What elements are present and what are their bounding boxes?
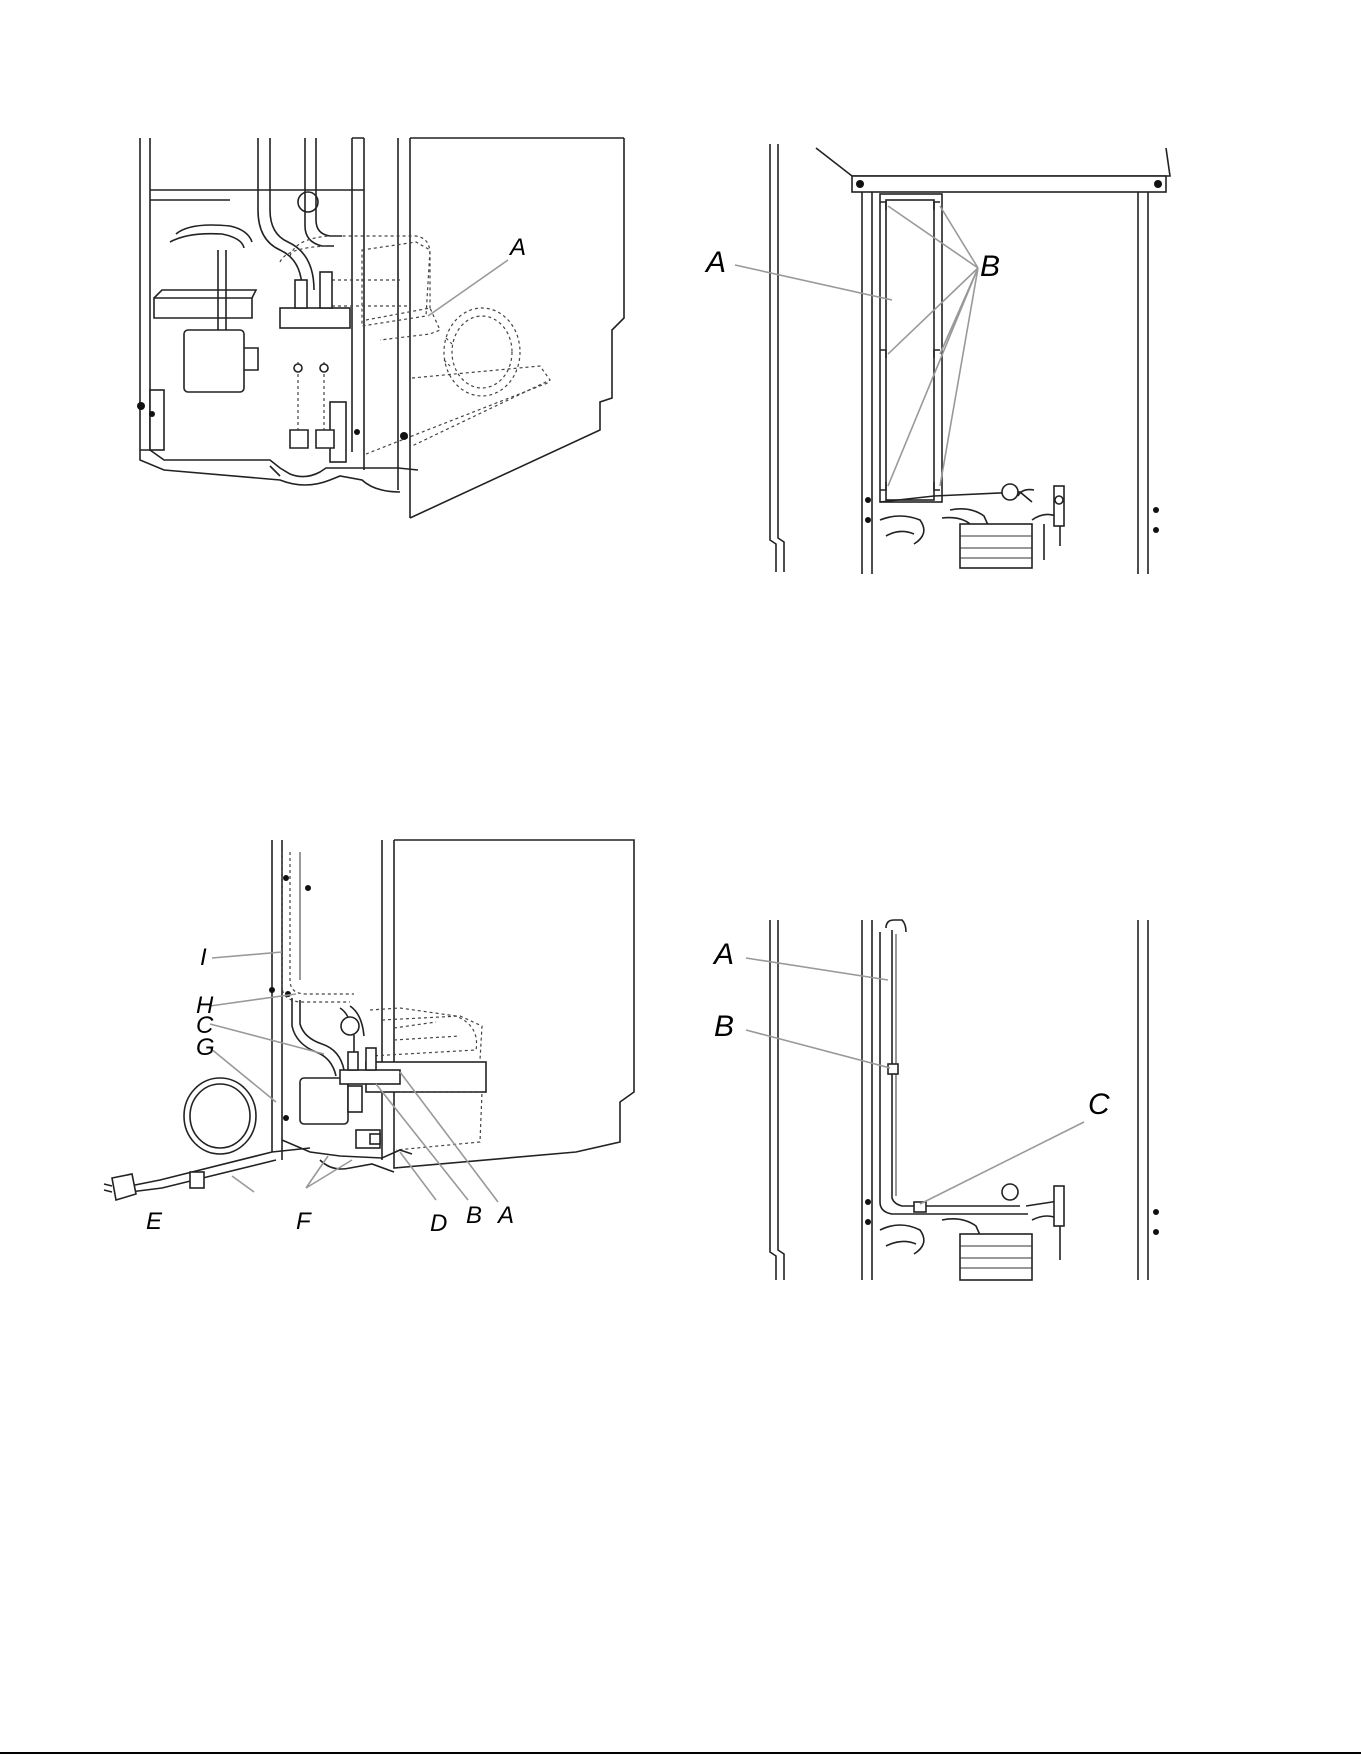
label-e: E <box>146 1210 162 1234</box>
label-a: A <box>706 248 726 278</box>
label-d: D <box>430 1212 447 1236</box>
label-c: C <box>1088 1090 1110 1120</box>
label-i: I <box>200 946 207 970</box>
label-b: B <box>466 1204 482 1228</box>
label-g: G <box>196 1036 215 1060</box>
figure-rear-panel-drawing <box>770 140 1190 580</box>
label-a: A <box>510 236 526 260</box>
figure-compressor-compartment-drawing <box>130 130 630 530</box>
label-a: A <box>714 940 734 970</box>
figure-drain-tube-drawing <box>770 920 1190 1290</box>
label-f: F <box>296 1210 311 1234</box>
figure-exploded-assembly: I H C G E F D B A <box>100 830 640 1250</box>
figure-exploded-assembly-drawing <box>100 830 640 1250</box>
bottom-rule <box>0 1752 1361 1754</box>
figure-drain-tube: A B C <box>770 920 1190 1290</box>
figure-compressor-compartment: A <box>130 130 630 530</box>
figure-rear-panel: A B <box>770 140 1190 580</box>
label-b: B <box>714 1012 734 1042</box>
label-b: B <box>980 252 1000 282</box>
label-a: A <box>498 1204 514 1228</box>
